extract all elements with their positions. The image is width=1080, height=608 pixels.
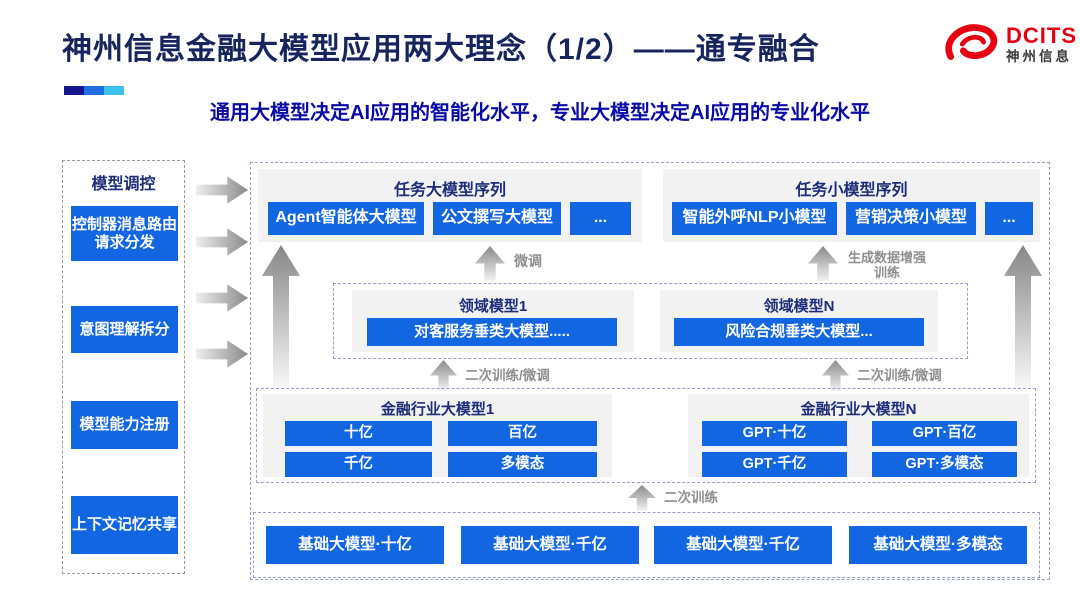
sidebar-item-registry[interactable]: 模型能力注册 [71,401,178,449]
retrain-label: 二次训练 [664,490,718,505]
accent-segment [84,86,104,95]
flow-right-arrow [196,176,248,204]
retrain-finetune-left-label: 二次训练/微调 [465,368,550,383]
billion-model-button[interactable]: 十亿 [285,421,432,446]
gen-data-train-label: 生成数据增强训练 [847,250,926,280]
more-large-models-button[interactable]: ... [570,202,631,235]
customer-service-model-button[interactable]: 对客服务垂类大模型..... [367,318,617,346]
retrain-finetune-right-label: 二次训练/微调 [857,368,942,383]
base-model-hundred-billion-2-button[interactable]: 基础大模型·千亿 [654,526,832,564]
task-large-model-title: 任务大模型序列 [393,182,506,199]
base-model-hundred-billion-button[interactable]: 基础大模型·千亿 [461,526,639,564]
company-logo: DCITS 神州信息 [942,20,1077,70]
title-accent-bar [64,86,124,95]
multimodal-model-button[interactable]: 多模态 [448,452,597,477]
domain-model-n-title: 领域模型N [763,298,835,315]
base-models-frame [253,512,1040,578]
sidebar-item-intent[interactable]: 意图理解拆分 [71,306,178,353]
gpt-multimodal-model-button[interactable]: GPT·多模态 [872,452,1017,477]
dcits-swirl-icon [945,24,998,60]
hundred-billion-model-button[interactable]: 千亿 [285,452,432,477]
marketing-model-button[interactable]: 营销决策小模型 [846,202,976,235]
gpt-hundred-billion-model-button[interactable]: GPT·千亿 [702,452,847,477]
industry-model-1-title: 金融行业大模型1 [380,401,495,418]
sidebar-title: 模型调控 [91,176,156,193]
finetune-label: 微调 [514,253,542,269]
industry-model-n-title: 金融行业大模型N [800,401,917,418]
domain-model-1-title: 领域模型1 [458,298,528,315]
model-control-panel: 模型调控 控制器消息路由请求分发 意图理解拆分 模型能力注册 上下文记忆共享 [62,160,185,574]
task-small-model-title: 任务小模型序列 [795,182,908,199]
flow-right-arrow [196,284,248,312]
gpt-ten-billion-model-button[interactable]: GPT·百亿 [872,421,1017,446]
domain-models-frame [333,283,968,359]
sidebar-item-context[interactable]: 上下文记忆共享 [71,496,178,554]
flow-right-arrow [196,228,248,256]
accent-segment [64,86,84,95]
gpt-billion-model-button[interactable]: GPT·十亿 [702,421,847,446]
base-model-billion-button[interactable]: 基础大模型·十亿 [266,526,444,564]
logo-name: DCITS [1006,23,1077,48]
logo-subtext: 神州信息 [1006,49,1072,64]
page-title: 神州信息金融大模型应用两大理念（1/2）——通专融合 [62,33,820,66]
sidebar-item-router[interactable]: 控制器消息路由请求分发 [71,206,178,261]
slide-subtitle: 通用大模型决定AI应用的智能化水平，专业大模型决定AI应用的专业化水平 [210,102,870,124]
ten-billion-model-button[interactable]: 百亿 [448,421,597,446]
risk-compliance-model-button[interactable]: 风险合规垂类大模型... [674,318,924,346]
document-writing-model-button[interactable]: 公文撰写大模型 [433,202,561,235]
more-small-models-button[interactable]: ... [985,202,1033,235]
accent-segment [104,86,124,95]
diagram-frame [250,162,1050,580]
flow-right-arrow [196,340,248,368]
industry-models-frame [256,388,1036,483]
nlp-outbound-model-button[interactable]: 智能外呼NLP小模型 [672,202,837,235]
agent-large-model-button[interactable]: Agent智能体大模型 [268,202,424,235]
base-model-multimodal-button[interactable]: 基础大模型·多模态 [849,526,1027,564]
